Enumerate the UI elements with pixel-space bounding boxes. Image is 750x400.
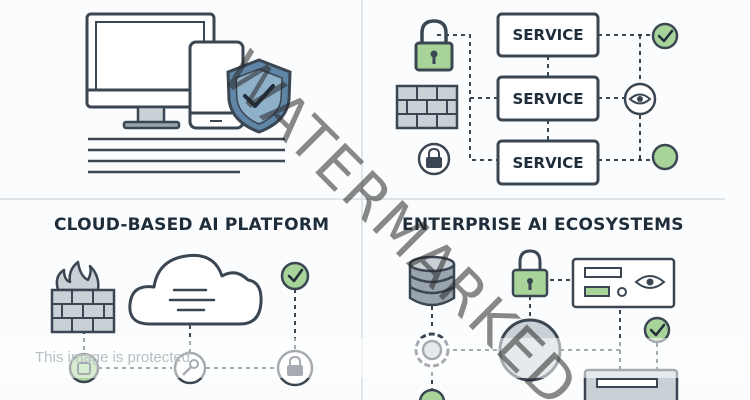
firewall-icon [50,260,116,334]
service-box-1: SERVICE [496,12,600,58]
service-box-2: SERVICE [496,75,600,122]
eye-panel-icon [571,257,676,309]
enterprise-ecosystems-title: ENTERPRISE AI ECOSYSTEMS [402,215,684,235]
service-box-3: SERVICE [496,139,600,186]
eye-icon [623,82,657,116]
shield-check-icon [226,58,292,134]
cloud-platform-title: CLOUD-BASED AI PLATFORM [54,215,330,235]
text-lines [88,137,285,174]
brick-wall-icon [395,84,459,130]
connector-lines-top-right [437,34,652,161]
padlock-icon [414,19,454,72]
check-circle-icon [280,261,310,291]
protected-notice-band [0,338,750,378]
service-label: SERVICE [512,90,583,108]
service-label: SERVICE [512,154,583,172]
cloud-icon [128,253,263,326]
service-label: SERVICE [512,26,583,44]
monitor-icon [85,12,216,130]
padlock-circle-icon [417,142,451,176]
panel-dividers [0,0,725,400]
check-circle-icon [651,22,679,50]
status-circle-icon [418,388,446,400]
database-icon [408,255,456,307]
padlock-icon [511,249,549,298]
status-circle-icon [651,143,679,171]
protected-notice: This image is protected [35,349,191,366]
